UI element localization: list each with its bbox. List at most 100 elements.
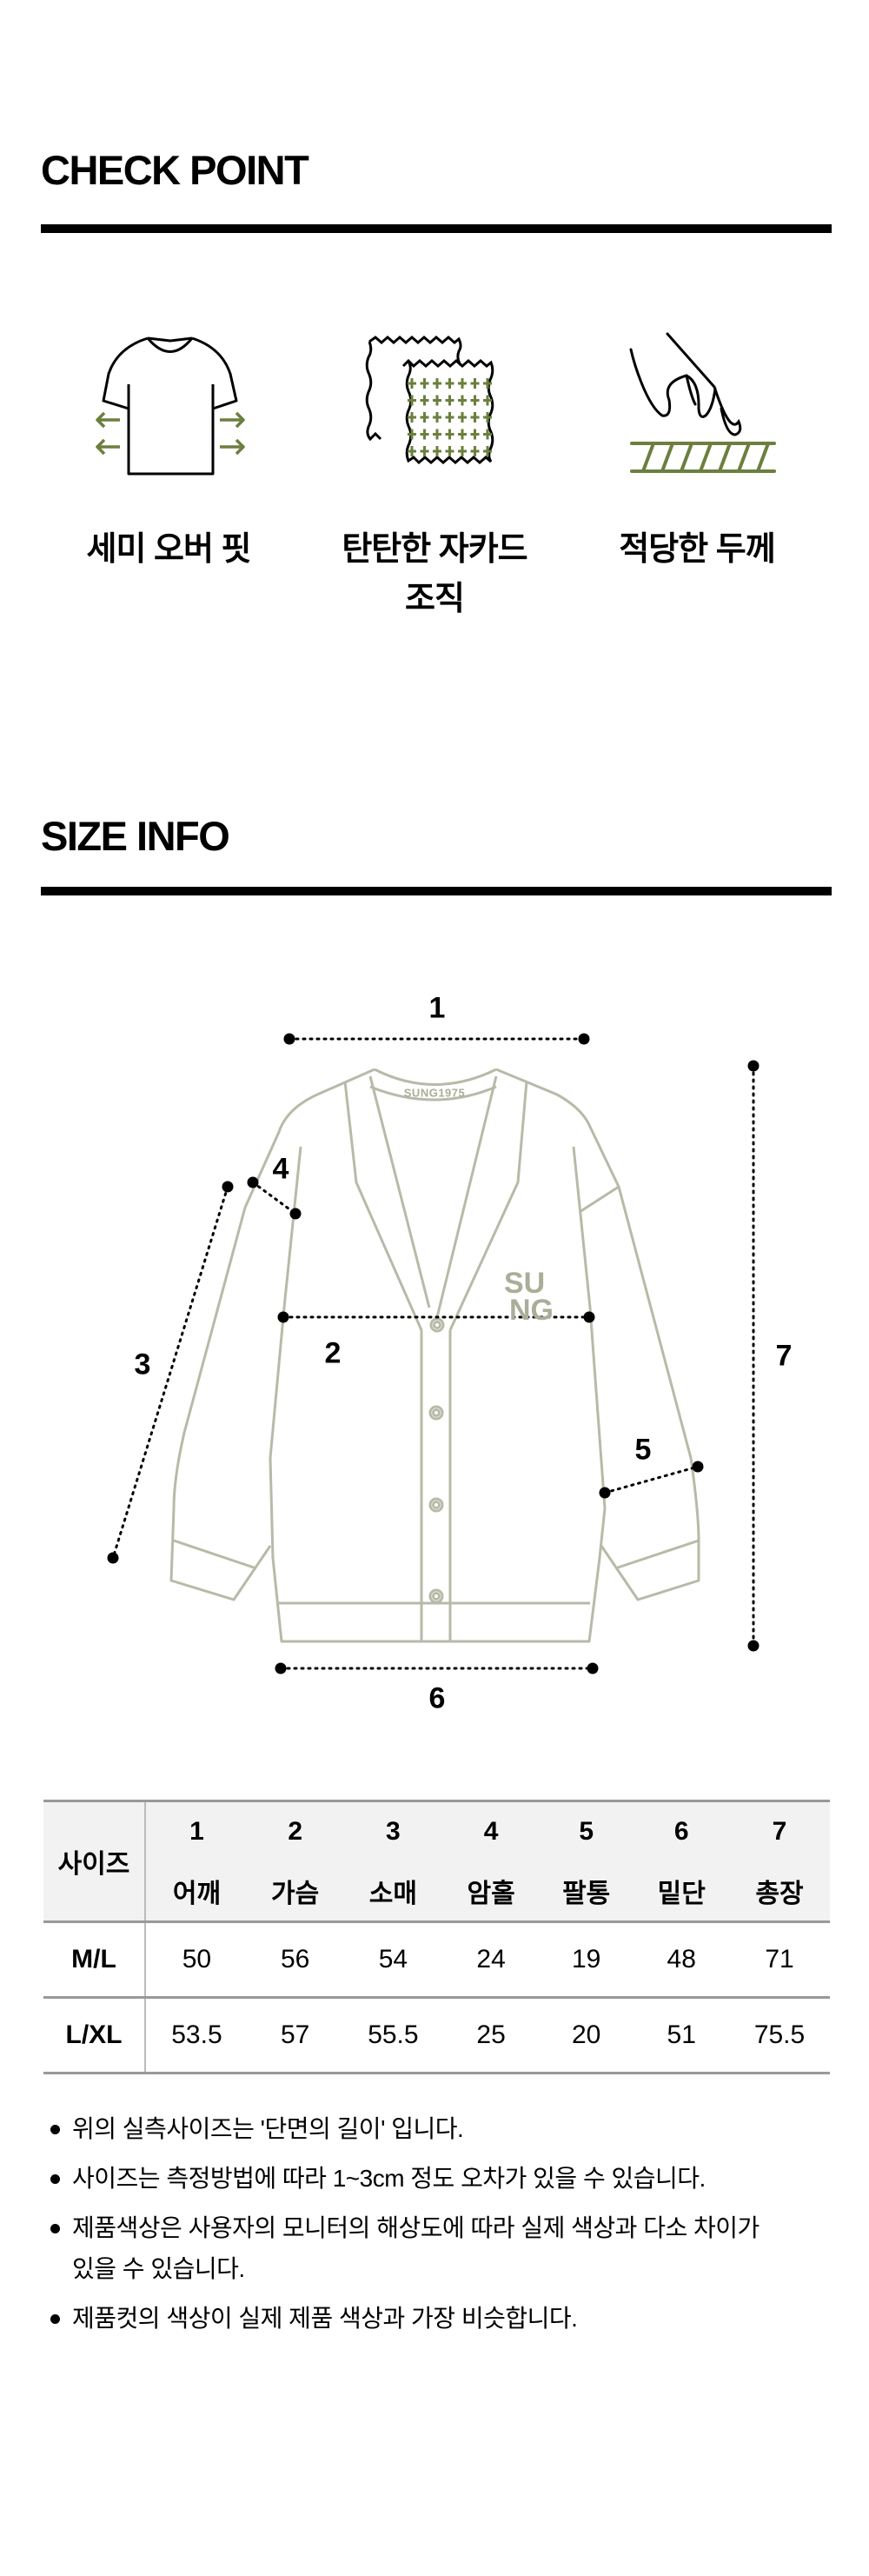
measure-label-5: 5 bbox=[634, 1433, 652, 1467]
note-item: 제품컷의 색상이 실제 제품 색상과 가장 비슷합니다. bbox=[50, 2298, 833, 2339]
value-cell: 75.5 bbox=[729, 1996, 830, 2074]
plus-mark-icon bbox=[445, 378, 454, 389]
col-num: 6 bbox=[634, 1800, 730, 1861]
plus-mark-icon bbox=[433, 429, 441, 440]
col-name: 밑단 bbox=[657, 1880, 706, 1908]
plus-mark-icon bbox=[470, 446, 480, 456]
value-cell: 57 bbox=[247, 1996, 343, 2074]
plus-mark-icon bbox=[458, 429, 467, 440]
plus-mark-icon bbox=[420, 412, 429, 423]
plus-mark-icon bbox=[433, 412, 441, 423]
value-cell: 51 bbox=[634, 1996, 730, 2074]
cardigan-illustration bbox=[169, 1068, 700, 1643]
col-name: 소매 bbox=[368, 1880, 417, 1908]
plus-mark-icon bbox=[445, 446, 454, 456]
value-cell: 54 bbox=[342, 1920, 444, 1998]
plus-mark-icon bbox=[408, 395, 416, 406]
plus-mark-icon bbox=[408, 429, 416, 440]
plus-mark-icon bbox=[420, 378, 429, 389]
feature-label-fit: 세미 오버 핏 bbox=[86, 531, 252, 568]
feature-label-thickness: 적당한 두께 bbox=[619, 531, 775, 568]
note-text: 사이즈는 측정방법에 따라 1~3cm 정도 오차가 있을 수 있습니다. bbox=[72, 2165, 706, 2192]
col-name: 암홀 bbox=[467, 1880, 515, 1908]
bullet-icon bbox=[50, 2314, 60, 2324]
plus-mark-icon bbox=[470, 412, 480, 423]
value-cell: 24 bbox=[443, 1920, 539, 1998]
plus-mark-icon bbox=[420, 429, 429, 440]
col-num: 1 bbox=[145, 1800, 248, 1861]
measure-line-5 bbox=[603, 1465, 700, 1494]
col-num: 5 bbox=[538, 1800, 634, 1861]
plus-mark-icon bbox=[483, 412, 492, 423]
size-info-divider bbox=[41, 887, 832, 895]
size-header: 사이즈 bbox=[43, 1800, 146, 1922]
value-cell: 19 bbox=[538, 1920, 634, 1998]
col-name: 팔통 bbox=[562, 1880, 611, 1908]
plus-mark-icon bbox=[458, 395, 467, 406]
measure-label-1: 1 bbox=[428, 991, 446, 1025]
plus-mark-icon bbox=[420, 446, 429, 456]
jacquard-fabric-icon bbox=[365, 336, 494, 465]
plus-mark-icon bbox=[408, 378, 416, 389]
plus-mark-icon bbox=[483, 446, 492, 456]
plus-mark-icon bbox=[458, 412, 467, 423]
tshirt-fit-icon bbox=[96, 336, 245, 476]
plus-mark-icon bbox=[408, 446, 416, 456]
plus-mark-icon bbox=[445, 395, 454, 406]
feature-label-fabric-line2: 조직 bbox=[405, 581, 465, 617]
plus-mark-icon bbox=[445, 412, 454, 423]
feature-icons bbox=[96, 332, 776, 476]
plus-mark-icon bbox=[433, 395, 441, 406]
note-text: 제품색상은 사용자의 모니터의 해상도에 따라 실제 색상과 다소 차이가 있을… bbox=[72, 2214, 760, 2282]
check-point-divider bbox=[41, 224, 832, 233]
col-num: 7 bbox=[729, 1800, 830, 1861]
col-name: 어깨 bbox=[172, 1880, 222, 1908]
value-cell: 25 bbox=[443, 1996, 539, 2074]
plus-mark-icon bbox=[470, 395, 480, 406]
table-row: L/XL 53.5 57 55.5 25 20 51 75.5 bbox=[43, 1996, 830, 2074]
sung-logo-bottom: NG bbox=[509, 1294, 554, 1327]
plus-mark-icon bbox=[458, 378, 467, 389]
plus-mark-icon bbox=[470, 429, 480, 440]
measure-label-2: 2 bbox=[324, 1336, 342, 1370]
note-item: 제품색상은 사용자의 모니터의 해상도에 따라 실제 색상과 다소 차이가 있을… bbox=[50, 2207, 785, 2289]
size-info-title: SIZE INFO bbox=[41, 813, 230, 859]
plus-mark-icon bbox=[470, 378, 480, 389]
measure-label-7: 7 bbox=[775, 1339, 793, 1373]
size-diagram: SU NG bbox=[107, 1033, 760, 1674]
bullet-icon bbox=[50, 2224, 60, 2233]
note-item: 사이즈는 측정방법에 따라 1~3cm 정도 오차가 있을 수 있습니다. bbox=[50, 2158, 833, 2199]
col-num: 2 bbox=[247, 1800, 343, 1861]
hand-thickness-icon bbox=[629, 332, 776, 473]
note-text: 위의 실측사이즈는 '단면의 길이' 입니다. bbox=[72, 2115, 464, 2142]
bullet-icon bbox=[50, 2174, 60, 2184]
col-num: 4 bbox=[443, 1800, 539, 1861]
bullet-icon bbox=[50, 2125, 60, 2134]
col-num: 3 bbox=[342, 1800, 444, 1861]
col-name: 가슴 bbox=[271, 1880, 320, 1908]
sung-logo: SU NG bbox=[504, 1267, 554, 1327]
plus-pattern-icon bbox=[408, 378, 492, 456]
size-cell: L/XL bbox=[43, 1996, 146, 2074]
measure-label-6: 6 bbox=[428, 1681, 446, 1715]
table-row: M/L 50 56 54 24 19 48 71 bbox=[43, 1920, 830, 1998]
measurement-lines bbox=[107, 1033, 760, 1674]
button-icons bbox=[428, 1317, 445, 1604]
plus-mark-icon bbox=[445, 429, 454, 440]
size-table: 사이즈 1 2 3 4 5 6 7 어깨 가슴 소매 암홀 팔통 밑단 총장 M… bbox=[43, 1800, 830, 2074]
sung-logo-top: SU bbox=[504, 1267, 545, 1300]
measure-label-4: 4 bbox=[272, 1152, 289, 1186]
feature-label-fabric-line1: 탄탄한 자카드 bbox=[342, 531, 527, 568]
check-point-title: CHECK POINT bbox=[41, 147, 309, 193]
value-cell: 20 bbox=[538, 1996, 634, 2074]
note-item: 위의 실측사이즈는 '단면의 길이' 입니다. bbox=[50, 2108, 833, 2149]
plus-mark-icon bbox=[433, 378, 441, 389]
feature-label-fabric: 탄탄한 자카드 조직 bbox=[304, 525, 565, 624]
size-cell: M/L bbox=[43, 1920, 146, 1998]
measure-label-3: 3 bbox=[134, 1348, 151, 1381]
plus-mark-icon bbox=[483, 395, 492, 406]
measure-line-4 bbox=[251, 1181, 297, 1215]
value-cell: 48 bbox=[634, 1920, 730, 1998]
note-text: 제품컷의 색상이 실제 제품 색상과 가장 비슷합니다. bbox=[72, 2305, 578, 2332]
measure-line-3 bbox=[111, 1185, 229, 1560]
